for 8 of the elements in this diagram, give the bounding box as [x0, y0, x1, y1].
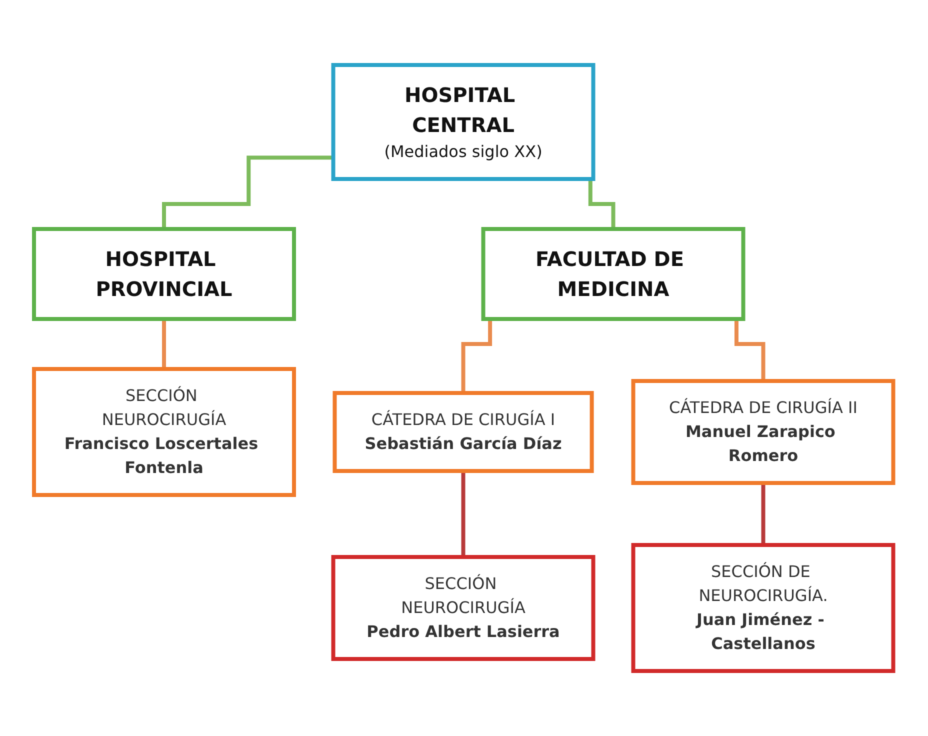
node-box: SECCIÓN NEUROCIRUGÍA Pedro Albert Lasierra: [332, 554, 596, 661]
node-box: FACULTAD DE MEDICINA: [482, 227, 746, 321]
node-box: HOSPITAL PROVINCIAL: [32, 227, 296, 321]
node-box: CÁTEDRA DE CIRUGÍA II Manuel Zarapico Romero: [632, 379, 896, 485]
node-box: SECCIÓN NEUROCIRUGÍA Francisco Loscertales Fontenla: [32, 367, 296, 497]
node-box: SECCIÓN DE NEUROCIRUGÍA. Juan Jiménez - Castellanos: [632, 543, 896, 673]
node-box: HOSPITAL CENTRAL (Mediados siglo XX): [332, 63, 596, 181]
node-box: CÁTEDRA DE CIRUGÍA I Sebastián García Díaz: [333, 391, 594, 473]
